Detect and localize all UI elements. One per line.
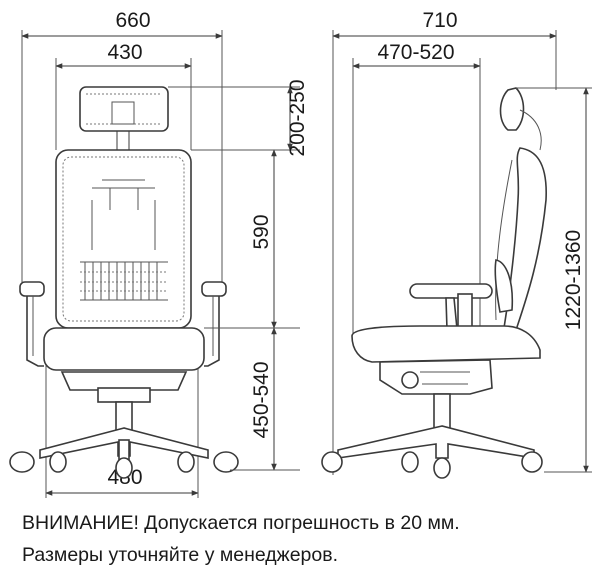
dim-overall-depth: 710 — [422, 9, 457, 32]
casters — [9, 451, 239, 479]
dim-seat-height: 450-540 — [250, 361, 273, 438]
headrest — [79, 86, 169, 132]
dim-seat-depth: 470-520 — [377, 41, 454, 64]
dim-overall-height: 1220-1360 — [562, 230, 585, 330]
side-view: 710 470-520 — [321, 9, 592, 479]
seat — [43, 327, 205, 371]
dim-backrest-width: 430 — [107, 41, 142, 64]
seat-side — [351, 325, 541, 363]
headrest-side — [499, 87, 525, 131]
notice-contact-managers: Размеры уточняйте у менеджеров. — [22, 544, 339, 566]
dim-backrest-height: 590 — [250, 214, 273, 249]
star-base-side — [337, 425, 535, 459]
mechanism-side — [379, 359, 493, 395]
dim-overall-width: 660 — [115, 9, 150, 32]
lumbar-support — [80, 261, 168, 301]
backrest — [55, 149, 192, 329]
front-view: 660 430 480 — [9, 9, 309, 498]
notice-tolerance: ВНИМАНИЕ! Допускается погрешность в 20 м… — [22, 512, 460, 534]
armrest-left — [19, 281, 45, 367]
gas-lift-side — [433, 393, 451, 431]
armrest-right — [201, 281, 227, 367]
mechanism — [60, 371, 188, 391]
dim-headrest-adjust: 200-250 — [286, 79, 309, 156]
casters-side — [321, 451, 543, 479]
chair-dimension-drawing: 660 430 480 — [9, 9, 592, 498]
